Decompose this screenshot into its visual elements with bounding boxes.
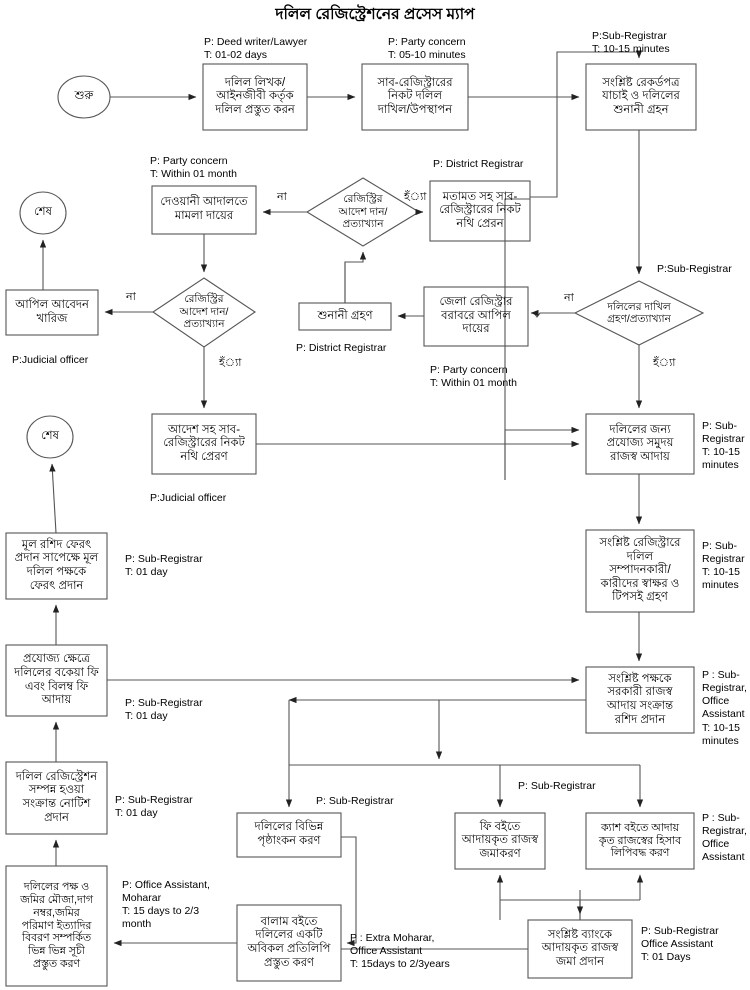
note-verify-records: P:Sub-Registrar T: 10-15 minutes [592, 30, 670, 56]
edge-label-no-3: না [564, 292, 574, 304]
edge-hearing-to-order1 [344, 251, 367, 303]
node-registrar-order-1: রেজিস্ট্রির আদেশ দান/ প্রত্যাখ্যান [338, 193, 388, 231]
edge-label-yes-1: হঁ্যা [404, 191, 427, 203]
node-cash-book-entry: ক্যাশ বইতে আদায় কৃত রাজস্বের হিসাব লিপি… [598, 821, 682, 860]
note-cash-book-entry: P : Sub- Registrar, Office Assistant [702, 812, 747, 864]
note-hearing: P: District Registrar [296, 342, 387, 354]
shape-appeal-to-dr [423, 286, 529, 347]
note-appeal-to-dr: P: Party concern T: Within 01 month [430, 364, 517, 390]
shape-revenue-collect [585, 413, 695, 475]
node-endorsement: দলিলের বিভিন্ন পৃষ্ঠাংকন করণ [254, 821, 324, 847]
edge-opinion-to-verify [530, 50, 643, 198]
page-title: দলিল রেজিস্ট্রেশনের প্রসেস ম্যাপ [275, 6, 475, 23]
node-reg-notice: দলিল রেজিস্ট্রেশন সম্পন্ন হওয়া সংক্রান্… [15, 770, 98, 824]
node-hearing: শুনানী গ্রহণ [317, 309, 373, 322]
shape-submit-to-sr [361, 63, 469, 131]
note-due-fee-collect: P: Sub-Registrar T: 01 day [125, 697, 203, 723]
shape-reg-notice [5, 761, 108, 835]
node-doc-accept-reject: দলিলের দাখিল গ্রহণ/প্রত্যাখ্যান [607, 300, 671, 325]
shape-fee-book-entry [454, 812, 546, 870]
edge-label-yes-3: হঁ্যা [653, 357, 676, 369]
note-doc-accept-reject: P:Sub-Registrar [657, 263, 732, 275]
node-bank-deposit: সংশ্লিষ্ট ব্যাংকে আদায়কৃত রাজস্ব জমা প্… [541, 928, 619, 968]
shape-receipt-issue [585, 666, 695, 734]
node-index-prepare: দলিলের পক্ষ ও জমির মৌজা,দাগ নম্বর,জমির প… [20, 881, 93, 970]
node-receipt-issue: সংশ্লিষ্ট পক্ষকে সরকারী রাজস্ব আদায় সংক… [606, 672, 674, 726]
edge-label-no-1: না [277, 191, 287, 203]
note-fee-book-entry: P: Sub-Registrar [518, 780, 596, 792]
note-deed-prepare: P: Deed writer/Lawyer T: 01-02 days [204, 36, 308, 62]
shape-end-mid [26, 415, 74, 459]
node-end-top: শেষ [34, 206, 52, 219]
shape-order-to-sr [151, 413, 257, 475]
note-orig-doc-return: P: Sub-Registrar T: 01 day [125, 553, 203, 579]
edge-label-yes-2: হঁ্যা [219, 357, 242, 369]
note-receipt-issue: P : Sub- Registrar, Office Assistant T: … [702, 669, 747, 747]
node-deed-prepare: দলিল লিখক/ আইনজীবী কর্তৃক দলিল প্রস্তুত … [215, 76, 295, 116]
node-end-mid: শেষ [41, 430, 59, 443]
shape-due-fee-collect [5, 644, 108, 717]
node-balam-copy: বালাম বইতে দলিলের একটি অবিকল প্রতিলিপি প… [247, 915, 331, 969]
shape-hearing [298, 302, 392, 331]
node-signature-collect: সংশ্লিষ্ট রেজিস্ট্রারে দলিল সম্পাদনকারী/… [599, 537, 681, 604]
shape-verify-records [585, 63, 697, 131]
node-appeal-rejected: আপিল আবেদন খারিজ [15, 298, 89, 325]
shape-appeal-rejected [5, 289, 99, 336]
edge-accept-no-kink [533, 312, 575, 318]
shape-index-prepare [5, 865, 108, 987]
shape-signature-collect [585, 529, 695, 613]
note-endorsement: P: Sub-Registrar [316, 795, 394, 807]
shape-orig-doc-return [5, 532, 108, 600]
edge-bank-branch-left [500, 899, 581, 920]
node-opinion-to-sr: মতামত সহ সাব- রেজিস্ট্রারের নিকট নথি প্র… [439, 190, 521, 230]
node-appeal-to-dr: জেলা রেজিস্ট্রার বরাবরে আপিল দায়ের [439, 296, 513, 336]
shape-balam-copy [236, 904, 342, 982]
shape-deed-prepare [202, 63, 308, 131]
note-bank-deposit: P: Sub-Registrar Office Assistant T: 01 … [641, 925, 719, 964]
edge-trunk-to-revenue [504, 426, 580, 480]
node-civil-court-case: দেওয়ানী আদালতে মামলা দায়ের [160, 196, 248, 222]
note-balam-copy: P : Extra Moharar, Office Assistant T: 1… [350, 932, 450, 971]
shape-end-top [19, 191, 67, 235]
note-opinion-to-sr: P: District Registrar [433, 158, 524, 170]
node-revenue-collect: দলিলের জন্য প্রযোজ্য সমুদয় রাজস্ব আদায় [606, 423, 674, 463]
edge-label-no-2: না [126, 291, 136, 303]
node-verify-records: সংশ্লিষ্ট রেকর্ডপত্র যাচাই ও দলিলের শুনা… [602, 76, 680, 116]
note-order-to-sr: P:Judicial officer [150, 492, 227, 504]
node-order-to-sr: আদেশ সহ সাব- রেজিস্ট্রারের নিকট নথি প্রে… [163, 423, 245, 463]
shape-bank-deposit [527, 919, 633, 979]
note-submit-to-sr: P: Party concern T: 05-10 minutes [388, 36, 466, 62]
shape-registrar-order-1 [305, 177, 421, 247]
note-reg-notice: P: Sub-Registrar T: 01 day [115, 794, 193, 820]
shape-opinion-to-sr [429, 180, 531, 242]
edge-opinion-down-trunk [504, 198, 530, 480]
node-orig-doc-return: মূল রশিদ ফেরৎ প্রদান সাপেক্ষে মূল দলিল প… [14, 538, 99, 592]
node-start: শুরু [74, 90, 94, 103]
node-fee-book-entry: ফি বইতে আদায়কৃত রাজস্ব জমাকরণ [461, 820, 539, 860]
edge-bank-branch-right [579, 899, 640, 920]
node-due-fee-collect: প্রযোজ্য ক্ষেত্রে দলিলের বকেয়া ফি এবং ব… [14, 653, 99, 707]
node-registrar-order-2: রেজিস্ট্রির আদেশ দান/ প্রত্যাখ্যান [179, 293, 229, 331]
note-revenue-collect: P: Sub- Registrar T: 10-15 minutes [702, 420, 745, 472]
note-signature-collect: P: Sub- Registrar T: 10-15 minutes [702, 540, 745, 592]
shape-endorsement [236, 812, 342, 858]
shape-cash-book-entry [585, 812, 695, 870]
note-index-prepare: P: Office Assistant, Moharar T: 15 days … [122, 879, 210, 931]
node-submit-to-sr: সাব-রেজিস্ট্রারের নিকট দলিল দাখিল/উপস্থা… [377, 76, 453, 116]
note-appeal-rejected: P:Judicial officer [12, 354, 89, 366]
note-civil-court-case: P: Party concern T: Within 01 month [150, 155, 237, 181]
edge-endorsement-to-balam [341, 836, 357, 947]
edge-origdoc-to-end [49, 463, 57, 534]
